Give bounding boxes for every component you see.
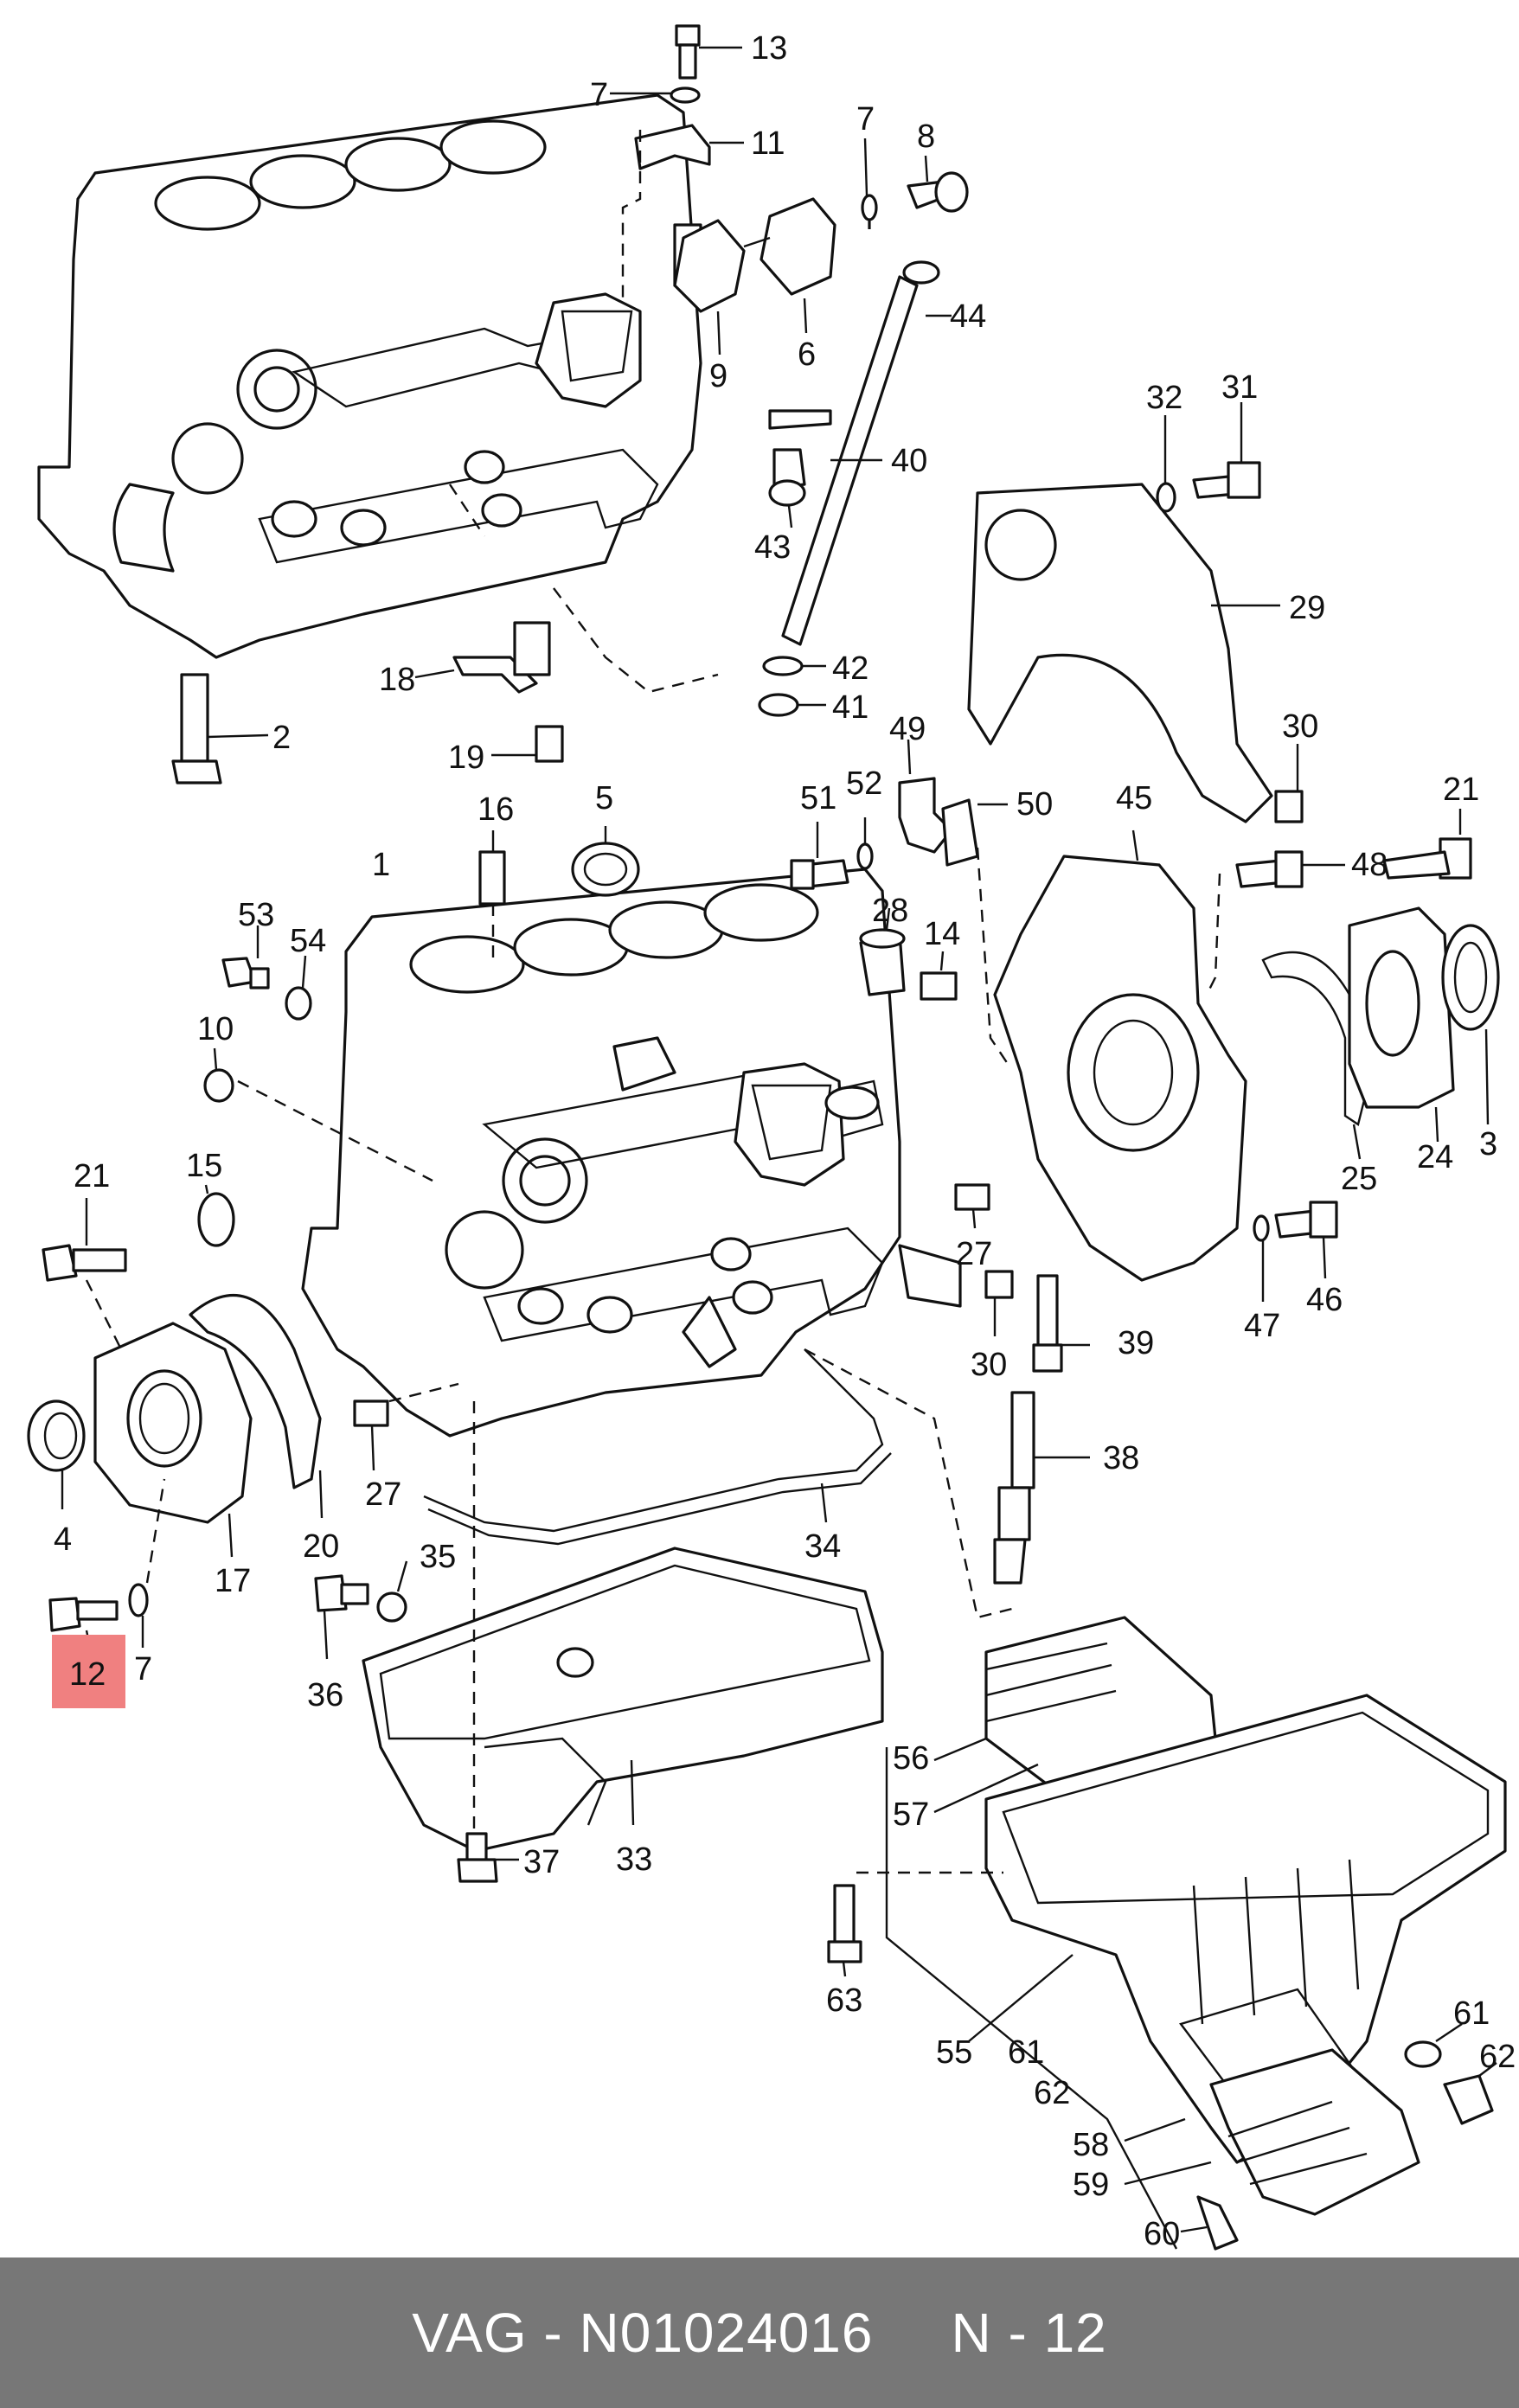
callout-48: 48	[1351, 847, 1388, 883]
callout-17: 17	[215, 1563, 251, 1599]
callout-5: 5	[595, 780, 613, 817]
callout-61b: 61	[1453, 1995, 1490, 2032]
callout-39: 39	[1118, 1325, 1154, 1361]
callout-43: 43	[754, 529, 791, 566]
callout-30a: 30	[1282, 708, 1318, 745]
callout-49: 49	[889, 711, 926, 747]
callout-47: 47	[1244, 1308, 1280, 1344]
callout-20: 20	[303, 1528, 339, 1565]
callout-12: 12	[69, 1656, 106, 1693]
callout-25: 25	[1341, 1161, 1377, 1197]
callout-27a: 27	[365, 1476, 401, 1513]
callout-62a: 62	[1034, 2075, 1070, 2111]
callout-34: 34	[804, 1528, 841, 1565]
callout-62b: 62	[1479, 2039, 1516, 2075]
footer-bar: VAG - N01024016 N - 12	[0, 2258, 1519, 2408]
left-side-parts	[27, 925, 433, 1648]
top-block-parts	[171, 24, 969, 785]
callout-50: 50	[1016, 786, 1053, 823]
callout-3: 3	[1479, 1126, 1497, 1162]
engine-block-exploded-diagram: 1 2 3 4 5 6 7 7 7 8 9 10 11 12 13 14 15 …	[27, 24, 1516, 2252]
callout-15: 15	[186, 1148, 222, 1184]
callout-19: 19	[448, 740, 484, 776]
callout-61a: 61	[1008, 2034, 1044, 2071]
callout-21a: 21	[74, 1158, 110, 1194]
callout-labels: 1 2 3 4 5 6 7 7 7 8 9 10 11 12 13 14 15 …	[52, 30, 1516, 2252]
callout-59: 59	[1073, 2167, 1109, 2203]
right-side-parts	[790, 402, 1500, 1302]
callout-44: 44	[950, 298, 986, 335]
callout-31: 31	[1221, 369, 1258, 406]
callout-57: 57	[893, 1796, 929, 1833]
callout-7a: 7	[590, 77, 608, 113]
callout-35: 35	[420, 1539, 456, 1575]
callout-32: 32	[1146, 380, 1183, 416]
engine-block-main	[301, 868, 962, 1438]
callout-60: 60	[1144, 2216, 1180, 2252]
callout-33: 33	[616, 1841, 652, 1878]
callout-53: 53	[238, 897, 274, 933]
callout-21b: 21	[1443, 772, 1479, 808]
page-reference: N - 12	[951, 2302, 1107, 2364]
callout-28: 28	[872, 893, 908, 929]
callout-40: 40	[891, 443, 927, 479]
callout-8: 8	[917, 118, 935, 155]
callout-24: 24	[1417, 1139, 1453, 1175]
callout-4: 4	[54, 1521, 72, 1558]
callout-38: 38	[1103, 1440, 1139, 1476]
callout-18: 18	[379, 662, 415, 698]
callout-9: 9	[709, 358, 727, 394]
engine-block-top	[37, 93, 702, 659]
callout-16: 16	[477, 791, 514, 828]
callout-51: 51	[800, 780, 836, 817]
callout-7b: 7	[856, 101, 875, 138]
callout-45: 45	[1116, 780, 1152, 817]
center-parts	[314, 826, 1090, 1883]
oil-pan-assembly	[827, 1616, 1507, 2251]
callout-7c: 7	[134, 1651, 152, 1688]
callout-52: 52	[846, 765, 882, 802]
callout-41: 41	[832, 689, 868, 726]
callout-56: 56	[893, 1740, 929, 1777]
callout-29: 29	[1289, 590, 1325, 626]
part-number: VAG - N01024016	[412, 2302, 874, 2364]
callout-30b: 30	[971, 1347, 1007, 1383]
callout-14: 14	[924, 916, 960, 952]
callout-37: 37	[523, 1844, 560, 1880]
callout-6: 6	[798, 336, 816, 373]
callout-10: 10	[197, 1011, 234, 1047]
callout-42: 42	[832, 650, 868, 687]
callout-27b: 27	[956, 1236, 992, 1272]
callout-11: 11	[751, 125, 785, 162]
callout-46: 46	[1306, 1282, 1343, 1318]
callout-36: 36	[307, 1677, 343, 1713]
callout-2: 2	[272, 720, 291, 756]
callout-58: 58	[1073, 2127, 1109, 2163]
callout-55: 55	[936, 2034, 972, 2071]
callout-54: 54	[290, 923, 326, 959]
callout-1: 1	[372, 847, 390, 883]
callout-63: 63	[826, 1982, 862, 2019]
callout-13: 13	[751, 30, 787, 67]
highlight-box	[52, 1635, 125, 1708]
